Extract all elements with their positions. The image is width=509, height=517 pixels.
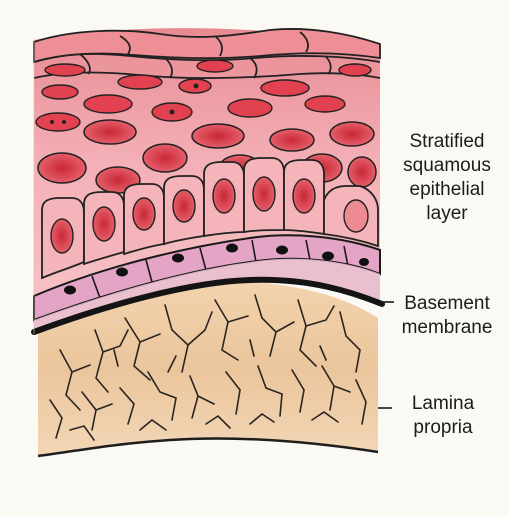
epithelium-label: Stratified squamous epithelial layer <box>388 130 506 226</box>
epithelium-label-line-3: epithelial <box>388 178 506 202</box>
basement-membrane-label: Basement membrane <box>388 292 506 340</box>
basement-membrane-label-line-1: Basement <box>388 292 506 316</box>
epithelium-label-line-1: Stratified <box>388 130 506 154</box>
lamina-propria-label-line-2: propria <box>388 416 498 440</box>
epithelium-label-line-2: squamous <box>388 154 506 178</box>
epithelium-label-line-4: layer <box>388 202 506 226</box>
basement-membrane-label-line-2: membrane <box>388 316 506 340</box>
lamina-propria-label-line-1: Lamina <box>388 392 498 416</box>
lamina-propria-label: Lamina propria <box>388 392 498 440</box>
